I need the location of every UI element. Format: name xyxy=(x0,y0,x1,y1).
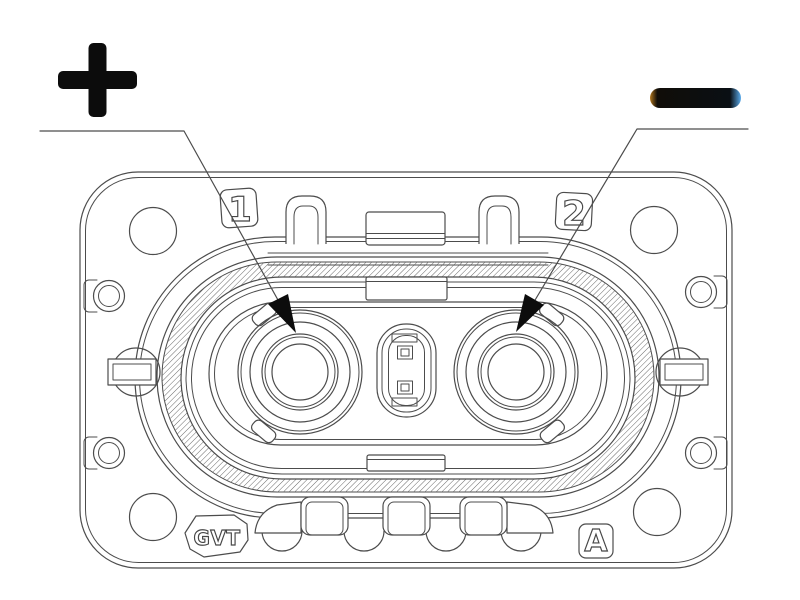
pin-positive-terminal xyxy=(237,309,363,435)
hvil-terminal-bottom xyxy=(391,380,418,407)
bottom-scallops xyxy=(254,454,554,552)
hvil-connector xyxy=(376,323,437,418)
label-pin1: 1 xyxy=(219,187,259,231)
hvil-terminal-top xyxy=(391,333,418,360)
mounting-holes xyxy=(128,205,682,542)
side-ear-rings xyxy=(83,275,728,470)
pin-negative-terminal xyxy=(453,309,579,435)
pin1-number: 1 xyxy=(228,190,252,230)
label-variant-a: A xyxy=(578,523,614,560)
plus-symbol xyxy=(58,43,137,117)
brand-text: GVT xyxy=(193,526,240,550)
mounting-hole-top-right xyxy=(629,205,679,255)
top-alignment-tab xyxy=(365,211,448,301)
leader-positive xyxy=(39,130,296,333)
leader-negative xyxy=(516,128,749,332)
pin2-number: 2 xyxy=(562,194,586,234)
negative-arrowhead xyxy=(516,294,544,332)
cavity-key-tabs xyxy=(250,302,566,444)
mounting-hole-bottom-left xyxy=(128,492,178,542)
top-latches xyxy=(285,195,520,245)
mounting-hole-top-left xyxy=(128,206,178,256)
terminal-cavity xyxy=(208,301,608,446)
minus-symbol xyxy=(650,88,741,108)
connector-body xyxy=(79,171,733,569)
positive-arrowhead xyxy=(268,294,296,333)
mounting-hole-bottom-right xyxy=(632,487,682,537)
label-brand: GVT xyxy=(184,514,249,558)
polarization-keys xyxy=(107,347,709,397)
bottom-alignment-tab xyxy=(366,454,446,472)
variant-letter: A xyxy=(584,524,608,559)
